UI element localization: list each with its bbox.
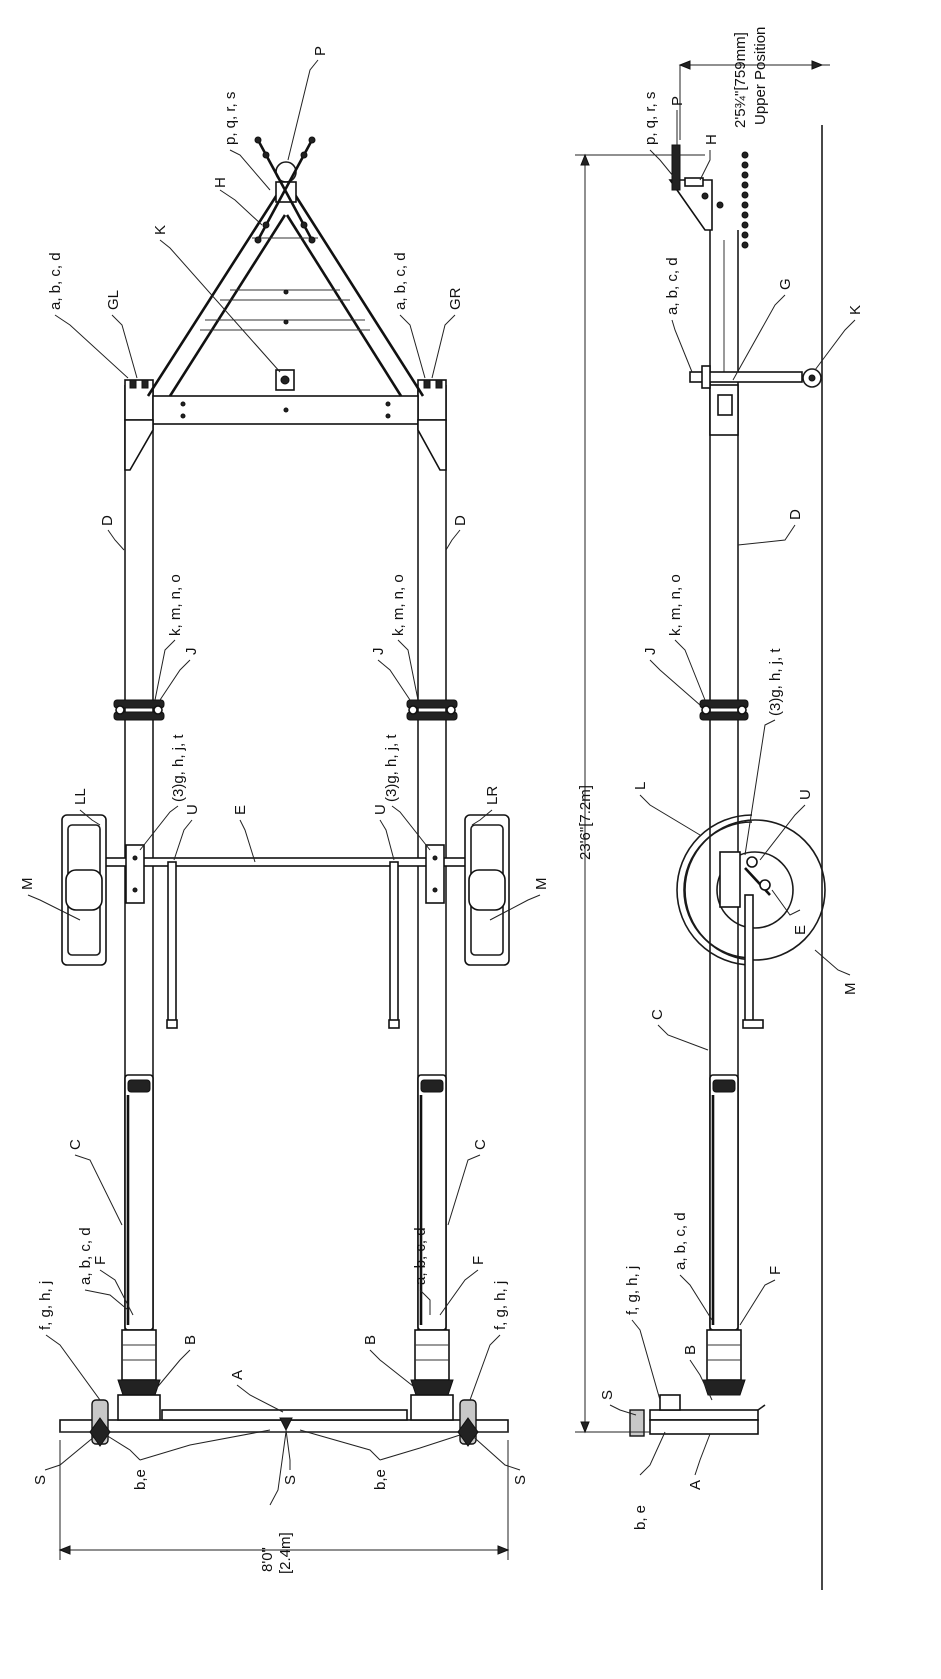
label-kmno-left: k, m, n, o xyxy=(167,574,184,636)
side-view-leaders xyxy=(609,110,856,1476)
top-view-labels: P p, q, r, s H K GL a, b, c, d a, b, c, … xyxy=(19,46,550,1574)
side-label-G: G xyxy=(777,278,794,290)
label-kmno-right: k, m, n, o xyxy=(390,574,407,636)
width-dimension xyxy=(58,1440,510,1560)
label-K: K xyxy=(152,225,169,235)
side-label-J: J xyxy=(642,648,659,656)
hinge-right xyxy=(406,699,458,721)
label-E: E xyxy=(232,805,249,815)
width-dim-imperial: 8'0" xyxy=(259,1547,276,1572)
side-label-be: b, e xyxy=(632,1505,649,1530)
hinge-left xyxy=(113,699,165,721)
side-label-B: B xyxy=(682,1345,699,1355)
tongue-a-frame xyxy=(146,189,425,397)
label-abcd-right-front: a, b, c, d xyxy=(392,252,409,310)
gusset-plate-right xyxy=(417,419,447,471)
label-J-right: J xyxy=(370,648,387,656)
side-label-M: M xyxy=(842,983,859,996)
label-GL: GL xyxy=(105,290,122,310)
height-dim-text: 2'5¾"[759mm] xyxy=(732,32,749,128)
label-S-left: S xyxy=(32,1475,49,1485)
rear-section-left xyxy=(117,1074,161,1396)
length-dimension xyxy=(575,153,705,1434)
label-be-right: b,e xyxy=(372,1469,389,1490)
side-label-pqrs: p, q, r, s xyxy=(642,92,659,145)
top-view: P p, q, r, s H K GL a, b, c, d a, b, c, … xyxy=(19,46,550,1574)
front-cross-member xyxy=(152,395,419,425)
label-abcd-right-rear: a, b, c, d xyxy=(412,1227,429,1285)
label-C-right: C xyxy=(472,1139,489,1150)
side-label-A: A xyxy=(687,1480,704,1490)
side-label-E: E xyxy=(792,925,809,935)
label-pqrs: p, q, r, s xyxy=(222,92,239,145)
side-label-S: S xyxy=(599,1390,616,1400)
label-J-left: J xyxy=(183,648,200,656)
label-ghjt-left: (3)g, h, j, t xyxy=(170,734,187,802)
rear-cross-member xyxy=(59,1394,509,1447)
side-stop-bar xyxy=(744,894,754,1026)
axle xyxy=(104,844,468,904)
side-label-D: D xyxy=(787,509,804,520)
fender-wheel-right xyxy=(464,814,510,966)
label-fghj-left: f, g, h, j xyxy=(37,1281,54,1330)
label-S-mid: S xyxy=(282,1475,299,1485)
gusset-plate-left xyxy=(124,419,154,471)
side-label-U: U xyxy=(797,789,814,800)
side-label-F: F xyxy=(767,1266,784,1275)
stop-bar-right xyxy=(388,861,400,1029)
side-hinge xyxy=(699,699,749,721)
label-U-right: U xyxy=(372,804,389,815)
label-be-left: b,e xyxy=(132,1469,149,1490)
side-label-abcd-rear: a, b, c, d xyxy=(672,1212,689,1270)
label-LR: LR xyxy=(484,786,501,805)
label-GR: GR xyxy=(447,287,464,310)
tongue-jack xyxy=(275,369,295,391)
side-label-C: C xyxy=(649,1009,666,1020)
side-jack xyxy=(689,365,822,389)
label-B-right: B xyxy=(362,1335,379,1345)
side-rear-section xyxy=(702,1074,746,1396)
label-A: A xyxy=(229,1370,246,1380)
label-B-left: B xyxy=(182,1335,199,1345)
label-abcd-left-front: a, b, c, d xyxy=(47,252,64,310)
label-U-left: U xyxy=(184,804,201,815)
side-view: p, q, r, s P H a, b, c, d G K D k, m, n,… xyxy=(575,27,864,1590)
label-H: H xyxy=(212,177,229,188)
height-note-text: Upper Position xyxy=(752,27,769,125)
side-label-L: L xyxy=(632,782,649,790)
side-rear-member xyxy=(629,1394,766,1437)
label-abcd-left-rear: a, b, c, d xyxy=(77,1227,94,1285)
fender-wheel-left xyxy=(61,814,107,966)
height-dimension xyxy=(678,60,830,140)
side-label-kmno: k, m, n, o xyxy=(667,574,684,636)
side-label-fghj: f, g, h, j xyxy=(624,1266,641,1315)
label-fghj-right: f, g, h, j xyxy=(492,1281,509,1330)
label-D-left: D xyxy=(99,515,116,526)
side-label-H: H xyxy=(703,134,720,145)
label-M-right: M xyxy=(533,878,550,891)
side-label-abcd-front: a, b, c, d xyxy=(664,257,681,315)
top-view-leaders xyxy=(27,59,541,1506)
side-label-K: K xyxy=(847,305,864,315)
label-D-right: D xyxy=(452,515,469,526)
label-S-right: S xyxy=(512,1475,529,1485)
stop-bar-left xyxy=(166,861,178,1029)
hitch-coupler xyxy=(254,136,316,244)
side-view-labels: p, q, r, s P H a, b, c, d G K D k, m, n,… xyxy=(577,27,864,1530)
label-C-left: C xyxy=(67,1139,84,1150)
label-LL: LL xyxy=(72,788,89,805)
side-fender xyxy=(676,814,753,966)
width-dim-metric: [2.4m] xyxy=(277,1532,294,1574)
label-F-right: F xyxy=(470,1256,487,1265)
side-wheel xyxy=(684,819,826,961)
label-ghjt-right: (3)g, h, j, t xyxy=(383,734,400,802)
side-label-P: P xyxy=(669,96,686,106)
label-F-left: F xyxy=(92,1256,109,1265)
label-P: P xyxy=(312,46,329,56)
side-label-ghjt: (3)g, h, j, t xyxy=(767,648,784,716)
length-dim-text: 23'6"[7.2m] xyxy=(577,785,594,860)
label-M-left: M xyxy=(19,878,36,891)
side-hitch xyxy=(668,144,749,249)
